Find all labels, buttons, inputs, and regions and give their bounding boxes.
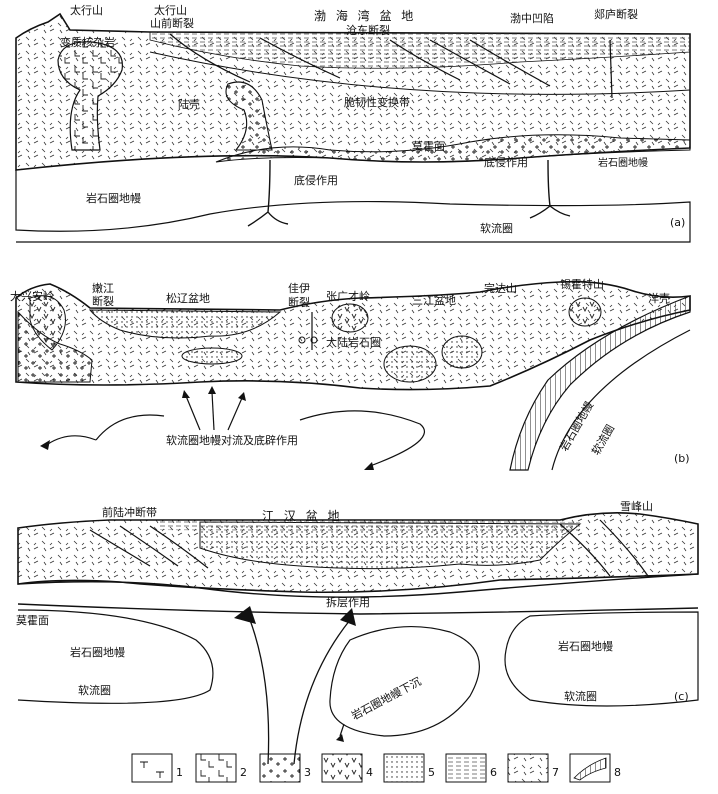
legend-item-2: 2 xyxy=(195,753,247,783)
label-xuefeng: 雪峰山 xyxy=(620,500,653,513)
label-asthenosphere-a: 软流圈 xyxy=(480,221,513,235)
label-lith-mantle-b: 岩石圈地幔 xyxy=(556,399,596,454)
panel-a-core-complex xyxy=(57,41,124,151)
label-moho-a: 莫霍面 xyxy=(412,140,445,153)
panel-c-sinking-block xyxy=(329,625,480,737)
stroke-pattern-icon xyxy=(507,753,549,783)
legend-item-4: 4 xyxy=(321,753,373,783)
cross-pattern-icon xyxy=(259,753,301,783)
label-nenjiang-2: 断裂 xyxy=(92,294,114,308)
label-jianghan: 江 汉 盆 地 xyxy=(262,509,342,523)
legend-num-4: 4 xyxy=(366,766,373,779)
v-pattern-icon xyxy=(321,753,363,783)
label-underplating-2: 底侵作用 xyxy=(484,155,528,169)
label-delamination: 拆层作用 xyxy=(326,595,370,609)
panel-a-underplating xyxy=(215,134,691,163)
panel-b-blob-3 xyxy=(331,303,369,333)
panel-b: 大兴安岭 嫩江 断裂 松辽盆地 佳伊 断裂 张广才岭 三江盆地 完达山 锡霍特山… xyxy=(10,277,691,471)
panel-b-blob-5 xyxy=(181,347,243,365)
panel-c-basin xyxy=(199,521,582,570)
panel-a: 太行山 太行山 山前断裂 渤 海 湾 盆 地 沧东断裂 渤中凹陷 郯庐断裂 变质… xyxy=(15,4,691,243)
legend-item-3: 3 xyxy=(259,753,311,783)
label-zhangguangcai: 张广才岭 xyxy=(326,289,370,303)
label-nenjiang-1: 嫩江 xyxy=(92,281,114,295)
label-xikhote: 锡霍特山 xyxy=(560,277,604,291)
label-daxinganling: 大兴安岭 xyxy=(10,289,54,303)
legend-item-5: 5 xyxy=(383,753,435,783)
legend-num-3: 3 xyxy=(304,766,311,779)
label-cont-lith: 大陆岩石圈 xyxy=(326,335,381,349)
legend-num-6: 6 xyxy=(490,766,497,779)
label-brittle-ductile: 脆韧性变换带 xyxy=(344,95,410,109)
panel-b-songliao xyxy=(88,309,282,339)
panel-c-basin-top xyxy=(160,520,580,532)
legend: 1 2 3 4 5 6 7 8 xyxy=(131,753,621,783)
panel-b-blob-1 xyxy=(383,345,437,383)
panel-b-blob-4 xyxy=(568,297,602,327)
label-bohai-basin: 渤 海 湾 盆 地 xyxy=(314,8,416,23)
label-moho-c: 莫霍面 xyxy=(16,614,49,627)
dash-pattern-icon xyxy=(445,753,487,783)
legend-item-8: 8 xyxy=(569,753,621,783)
legend-num-1: 1 xyxy=(176,766,183,779)
label-lith-mantle-c-left: 岩石圈地幔 xyxy=(70,645,125,659)
legend-num-8: 8 xyxy=(614,766,621,779)
dot-pattern-icon xyxy=(383,753,425,783)
label-lith-mantle-c-right: 岩石圈地幔 xyxy=(558,639,613,653)
label-taihang-piedmont-2: 山前断裂 xyxy=(150,16,194,30)
label-asthenosphere-b: 软流圈 xyxy=(588,422,617,458)
label-wandashan: 完达山 xyxy=(484,281,517,295)
l-pattern-icon xyxy=(195,753,237,783)
label-bozhong-depression: 渤中凹陷 xyxy=(510,11,554,25)
panel-b-tag: (b) xyxy=(674,452,690,465)
label-jiayi-2: 断裂 xyxy=(288,295,310,309)
panel-a-sediments xyxy=(149,31,691,69)
panel-c: 前陆冲断带 江 汉 盆 地 雪峰山 莫霍面 拆层作用 岩石圈地幔 岩石圈地幔 软… xyxy=(16,500,699,765)
label-taihang-shan: 太行山 xyxy=(70,4,103,17)
basalt-t-icon xyxy=(131,753,173,783)
panel-a-tag: (a) xyxy=(670,216,685,229)
label-sanjiang: 三江盆地 xyxy=(412,293,456,307)
label-foreland-thrust: 前陆冲断带 xyxy=(102,505,157,519)
legend-num-2: 2 xyxy=(240,766,247,779)
label-cangdong-fault: 沧东断裂 xyxy=(346,23,390,37)
label-sinking: 岩石圈地幔下沉 xyxy=(349,674,424,723)
label-lith-mantle-a-left: 岩石圈地幔 xyxy=(86,191,141,205)
legend-item-7: 7 xyxy=(507,753,559,783)
panel-b-slab xyxy=(509,295,691,471)
label-tanlu-fault: 郯庐断裂 xyxy=(594,7,638,21)
label-lith-mantle-a-right: 岩石圈地幔 xyxy=(598,156,648,169)
label-songliao: 松辽盆地 xyxy=(166,291,210,305)
label-jiayi-1: 佳伊 xyxy=(288,281,310,295)
label-taihang-piedmont-1: 太行山 xyxy=(154,4,187,17)
label-underplating-1: 底侵作用 xyxy=(294,173,338,187)
label-core-complex: 变质核杂岩 xyxy=(60,35,115,49)
legend-num-7: 7 xyxy=(552,766,559,779)
legend-num-5: 5 xyxy=(428,766,435,779)
legend-item-1: 1 xyxy=(131,753,183,783)
label-ocean-crust: 洋壳 xyxy=(648,291,670,305)
legend-item-6: 6 xyxy=(445,753,497,783)
label-land-shell: 陆壳 xyxy=(178,97,200,111)
panel-a-granite xyxy=(225,81,273,151)
label-asth-c-left: 软流圈 xyxy=(78,683,111,697)
label-asth-c-right: 软流圈 xyxy=(564,689,597,703)
panel-b-volcanic xyxy=(29,295,66,351)
label-convection: 软流圈地幔对流及底辟作用 xyxy=(166,433,298,447)
panel-c-tag: (c) xyxy=(674,690,689,703)
panel-b-crust xyxy=(15,280,691,391)
panel-b-blob-2 xyxy=(441,335,483,369)
